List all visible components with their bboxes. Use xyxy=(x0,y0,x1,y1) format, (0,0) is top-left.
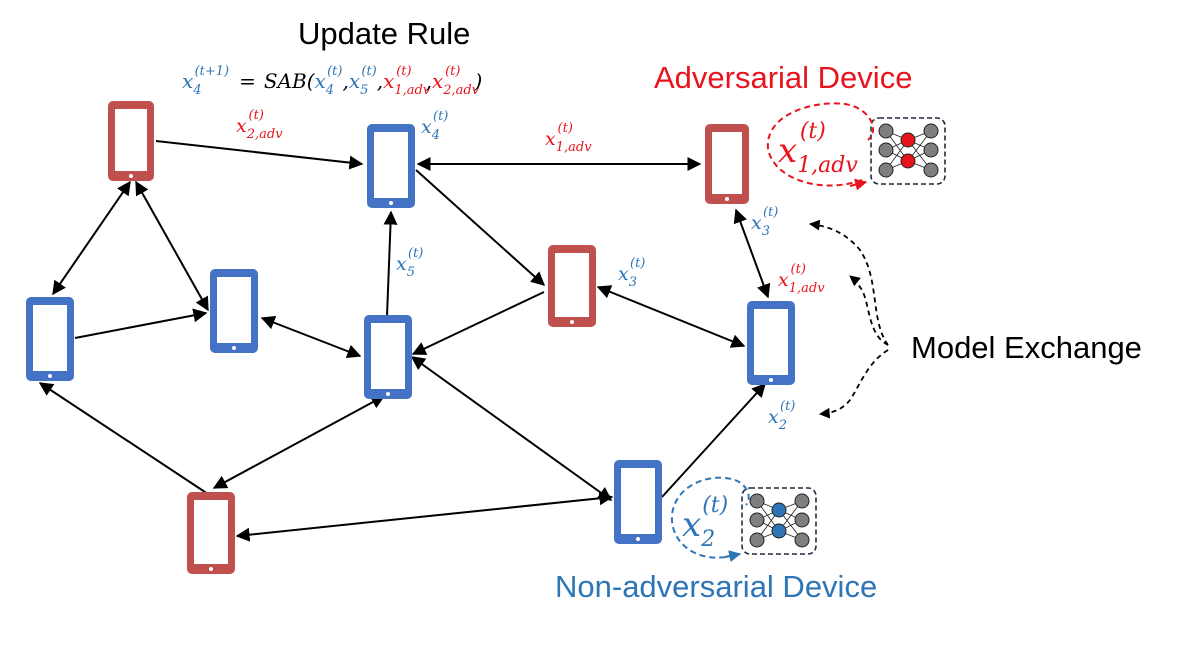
label-x1adv-edge: x1,adv(t) xyxy=(545,121,592,155)
device-non-adversarial xyxy=(367,124,415,208)
edge-x2-to-benign-right xyxy=(661,382,766,498)
edge-adv-bottom-x2 xyxy=(235,491,614,542)
device-adversarial xyxy=(187,492,235,574)
device-adversarial xyxy=(705,124,749,204)
device-adversarial xyxy=(548,245,596,327)
device-non-adversarial xyxy=(747,301,795,385)
diagram-title: Update Rule xyxy=(298,16,470,51)
model-exchange-arrow-x2 xyxy=(818,349,889,419)
edge-x5-to-x4 xyxy=(383,210,398,317)
edge-benign-left-adv-bottom xyxy=(38,382,209,495)
device-non-adversarial xyxy=(210,269,258,353)
edge-adv-x3-to-x5 xyxy=(411,291,545,355)
devices xyxy=(26,101,795,574)
label-x3-edge: x3(t) xyxy=(618,256,645,290)
device-non-adversarial xyxy=(614,460,662,544)
model-exchange-arrow-x3 xyxy=(808,219,889,346)
edge-adv-top-right-benign-right xyxy=(733,208,771,299)
label-x1adv-model: x1,adv(t) xyxy=(778,119,858,178)
label-x3-right: x3(t) xyxy=(751,205,778,239)
label-x2adv-edge: x2,adv(t) xyxy=(236,108,283,142)
non-adversarial-model-bubble xyxy=(670,476,750,559)
label-x2-model: x2(t) xyxy=(682,493,728,552)
label-x1adv-right: x1,adv(t) xyxy=(778,262,825,296)
neural-network-icon-non-adversarial xyxy=(741,487,817,555)
adversarial-device-label: Adversarial Device xyxy=(654,60,912,95)
edge-x5-adv-bottom xyxy=(212,395,386,489)
network-edges xyxy=(38,140,771,542)
edge-adv-x3-benign-right xyxy=(596,285,746,348)
edge-adv-top-left-to-x4 xyxy=(155,140,364,170)
label-x4: x4(t) xyxy=(421,109,448,143)
edge-adv-top-left-benign-mid-left xyxy=(135,180,209,312)
label-x5-edge: x5(t) xyxy=(396,246,423,280)
model-exchange-arrow-x1adv xyxy=(849,275,889,346)
device-adversarial xyxy=(108,101,154,181)
non-adversarial-bubble-arrow xyxy=(724,550,742,563)
label-x2-right: x2(t) xyxy=(768,399,795,433)
update-rule-equation: x4(t+1)=SAB(x4(t),x5(t),x1,adv(t),x2,adv… xyxy=(182,64,482,98)
edge-benign-left-to-mid-left xyxy=(74,308,208,339)
adversarial-bubble-arrow xyxy=(849,178,868,191)
non-adversarial-device-label: Non-adversarial Device xyxy=(555,569,877,604)
adversarial-model-bubble xyxy=(766,102,874,187)
model-exchange-label: Model Exchange xyxy=(911,330,1142,365)
edge-mid-left-x5 xyxy=(260,316,362,358)
edge-x4-to-adv-x3 xyxy=(415,169,546,286)
neural-network-icon-adversarial xyxy=(870,117,946,185)
device-non-adversarial xyxy=(364,315,412,399)
edge-adv-top-left-benign-left xyxy=(52,180,131,296)
device-non-adversarial xyxy=(26,297,74,381)
edge-x5-x2 xyxy=(410,356,613,501)
